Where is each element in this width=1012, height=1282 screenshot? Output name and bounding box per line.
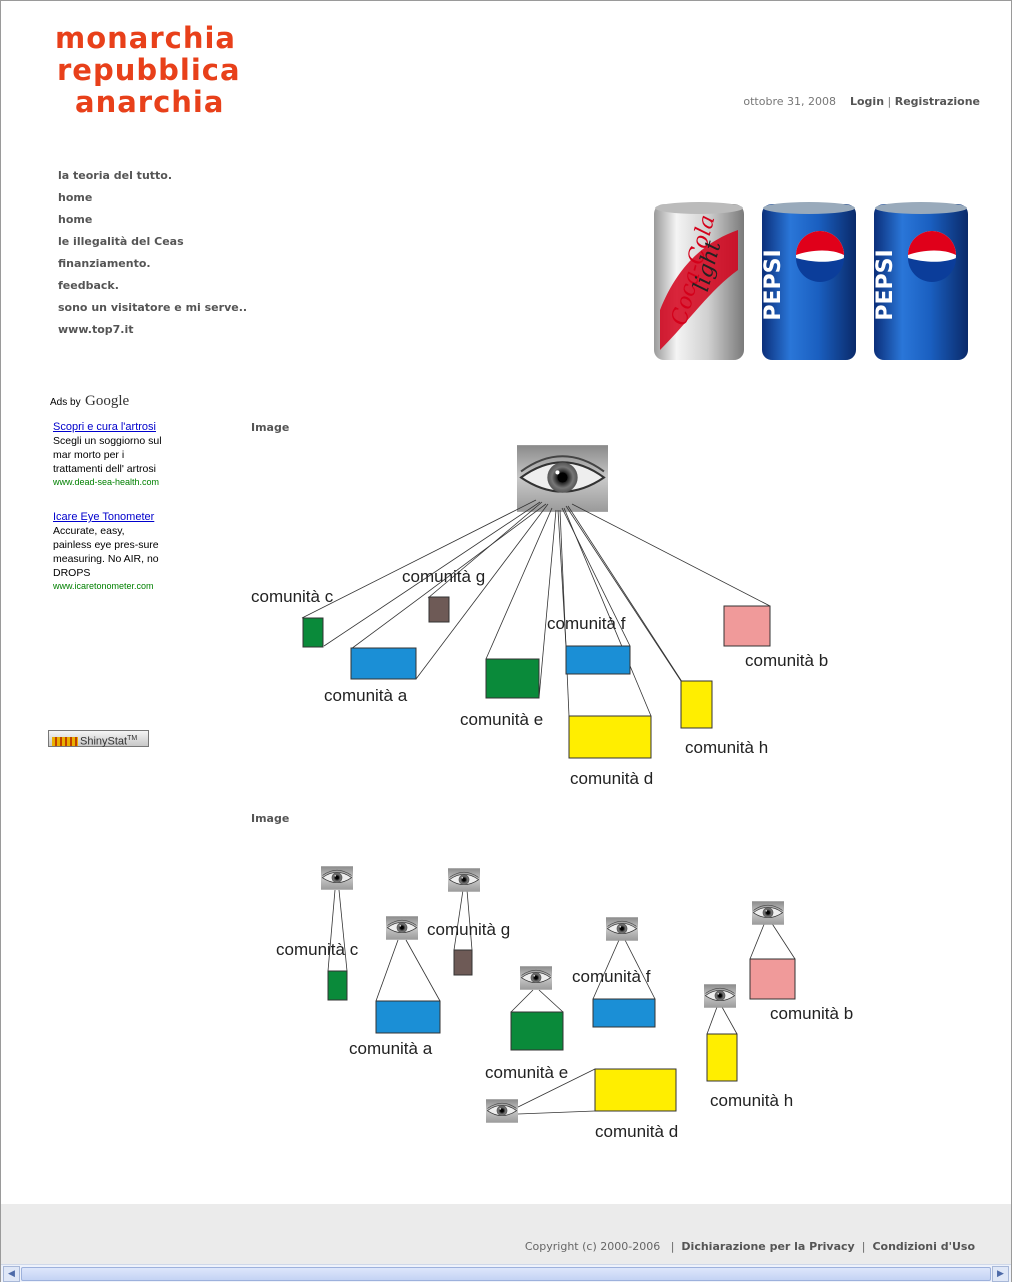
can-2-brand: PEPSI xyxy=(761,249,786,320)
community-d-label: comunità d xyxy=(595,1122,678,1141)
shinystat-tm: TM xyxy=(127,735,138,742)
soda-cans-banner: Coca-Cola light PEPSI PEPSI xyxy=(654,202,968,360)
footer-separator: | xyxy=(861,1240,866,1253)
shinystat-label: ShinyStat xyxy=(80,735,128,748)
community-f-box xyxy=(592,998,656,1028)
nav-item-illegalita[interactable]: le illegalità del Ceas xyxy=(58,235,184,248)
community-e-label: comunità e xyxy=(485,1063,568,1082)
shinystat-badge[interactable]: ShinyStatTM xyxy=(48,730,149,748)
logo-line-3: anarchia xyxy=(75,85,225,119)
community-h-label: comunità h xyxy=(710,1091,793,1110)
community-c-label: comunità c xyxy=(251,587,334,606)
privacy-link[interactable]: Dichiarazione per la Privacy xyxy=(681,1240,855,1253)
nav-item-home-2[interactable]: home xyxy=(58,213,93,226)
nav-item-feedback[interactable]: feedback. xyxy=(58,279,119,292)
community-diagram-1: comunità c comunità g comunità a comunit… xyxy=(251,445,828,788)
google-logo[interactable]: Google xyxy=(85,393,130,409)
nav-item-finanziamento[interactable]: finanziamento. xyxy=(58,257,151,270)
header-date: ottobre 31, 2008 xyxy=(743,95,836,108)
google-ads: Ads by Google Scopri e cura l'artrosi Sc… xyxy=(50,392,165,592)
community-g-label: comunità g xyxy=(427,920,510,939)
community-f-label: comunità f xyxy=(572,967,651,986)
ad-description: Accurate, easy, painless eye pres-sure m… xyxy=(53,525,159,579)
eye-icon xyxy=(448,868,480,892)
pepsi-can-icon: PEPSI xyxy=(873,202,968,360)
community-e-box xyxy=(485,658,540,699)
stats-bars-icon xyxy=(52,736,78,746)
community-b-label: comunità b xyxy=(770,1004,853,1023)
eye-icon xyxy=(517,445,608,512)
community-a-label: comunità a xyxy=(349,1039,433,1058)
community-f-box xyxy=(565,645,631,675)
can-3-brand: PEPSI xyxy=(873,249,898,320)
logo-line-2: repubblica xyxy=(57,53,241,87)
community-a-label: comunità a xyxy=(324,686,408,705)
header-meta: ottobre 31, 2008 Login | Registrazione xyxy=(743,95,980,108)
community-b-box xyxy=(723,605,771,647)
community-d-label: comunità d xyxy=(570,769,653,788)
eye-icon xyxy=(386,916,418,940)
copyright-text: Copyright (c) 2000-2006 xyxy=(524,1240,661,1253)
ads-by-label: Ads by xyxy=(50,397,81,408)
eye-icon xyxy=(752,901,784,925)
community-d-box xyxy=(594,1068,677,1112)
community-e-box xyxy=(510,1011,564,1051)
eye-icon xyxy=(606,917,638,941)
community-c-box xyxy=(327,970,348,1001)
scroll-left-icon[interactable]: ◀ xyxy=(3,1266,20,1282)
community-g-box xyxy=(428,596,450,623)
sidebar-nav: la teoria del tutto. home home le illega… xyxy=(58,168,247,344)
community-f-label: comunità f xyxy=(547,614,626,633)
ad-description: Scegli un soggiorno sul mar morto per i … xyxy=(53,435,162,475)
community-b-label: comunità b xyxy=(745,651,828,670)
community-g-box xyxy=(453,949,473,976)
coca-cola-light-can-icon: Coca-Cola light xyxy=(654,202,744,360)
register-link[interactable]: Registrazione xyxy=(894,95,980,108)
eye-icon xyxy=(520,966,552,990)
site-logo[interactable]: monarchia repubblica anarchia xyxy=(55,22,241,118)
page-footer: Copyright (c) 2000-2006 | Dichiarazione … xyxy=(1,1204,1011,1264)
nav-item-top7[interactable]: www.top7.it xyxy=(58,323,134,336)
footer-separator: | xyxy=(670,1240,675,1253)
ad-item: Scopri e cura l'artrosi Scegli un soggio… xyxy=(50,420,165,488)
community-b-box xyxy=(749,958,796,1000)
logo-line-1: monarchia xyxy=(55,21,237,55)
pepsi-can-icon: PEPSI xyxy=(761,202,856,360)
community-h-box xyxy=(680,680,713,729)
ad-title-link[interactable]: Scopri e cura l'artrosi xyxy=(53,421,156,433)
community-d-box xyxy=(568,715,652,759)
nav-item-visitatore[interactable]: sono un visitatore e mi serve.. xyxy=(58,301,248,314)
login-link[interactable]: Login xyxy=(849,95,885,108)
eye-icon xyxy=(704,984,736,1008)
horizontal-scrollbar[interactable]: ◀ ▶ xyxy=(1,1264,1011,1282)
header-separator: | xyxy=(887,95,892,108)
ad-url[interactable]: www.dead-sea-health.com xyxy=(53,477,160,487)
scrollbar-thumb[interactable] xyxy=(21,1267,991,1281)
image-label-2: Image xyxy=(251,812,290,825)
nav-item-home[interactable]: home xyxy=(58,191,93,204)
community-g-label: comunità g xyxy=(402,567,485,586)
ad-title-link[interactable]: Icare Eye Tonometer xyxy=(53,511,155,523)
community-a-box xyxy=(350,647,417,680)
community-c-box xyxy=(302,617,324,648)
scroll-right-icon[interactable]: ▶ xyxy=(992,1266,1009,1282)
community-h-box xyxy=(706,1033,738,1082)
eye-icon xyxy=(321,866,353,890)
ad-url[interactable]: www.icaretonometer.com xyxy=(53,581,154,591)
community-a-box xyxy=(375,1000,441,1034)
community-c-label: comunità c xyxy=(276,940,359,959)
terms-link[interactable]: Condizioni d'Uso xyxy=(872,1240,975,1253)
ad-item: Icare Eye Tonometer Accurate, easy, pain… xyxy=(50,510,165,592)
community-h-label: comunità h xyxy=(685,738,768,757)
image-label-1: Image xyxy=(251,421,290,434)
nav-item-teoria[interactable]: la teoria del tutto. xyxy=(58,169,173,182)
community-diagram-2: comunità c comunità g comunità a comunit… xyxy=(276,866,853,1141)
eye-icon xyxy=(486,1099,518,1123)
community-e-label: comunità e xyxy=(460,710,543,729)
